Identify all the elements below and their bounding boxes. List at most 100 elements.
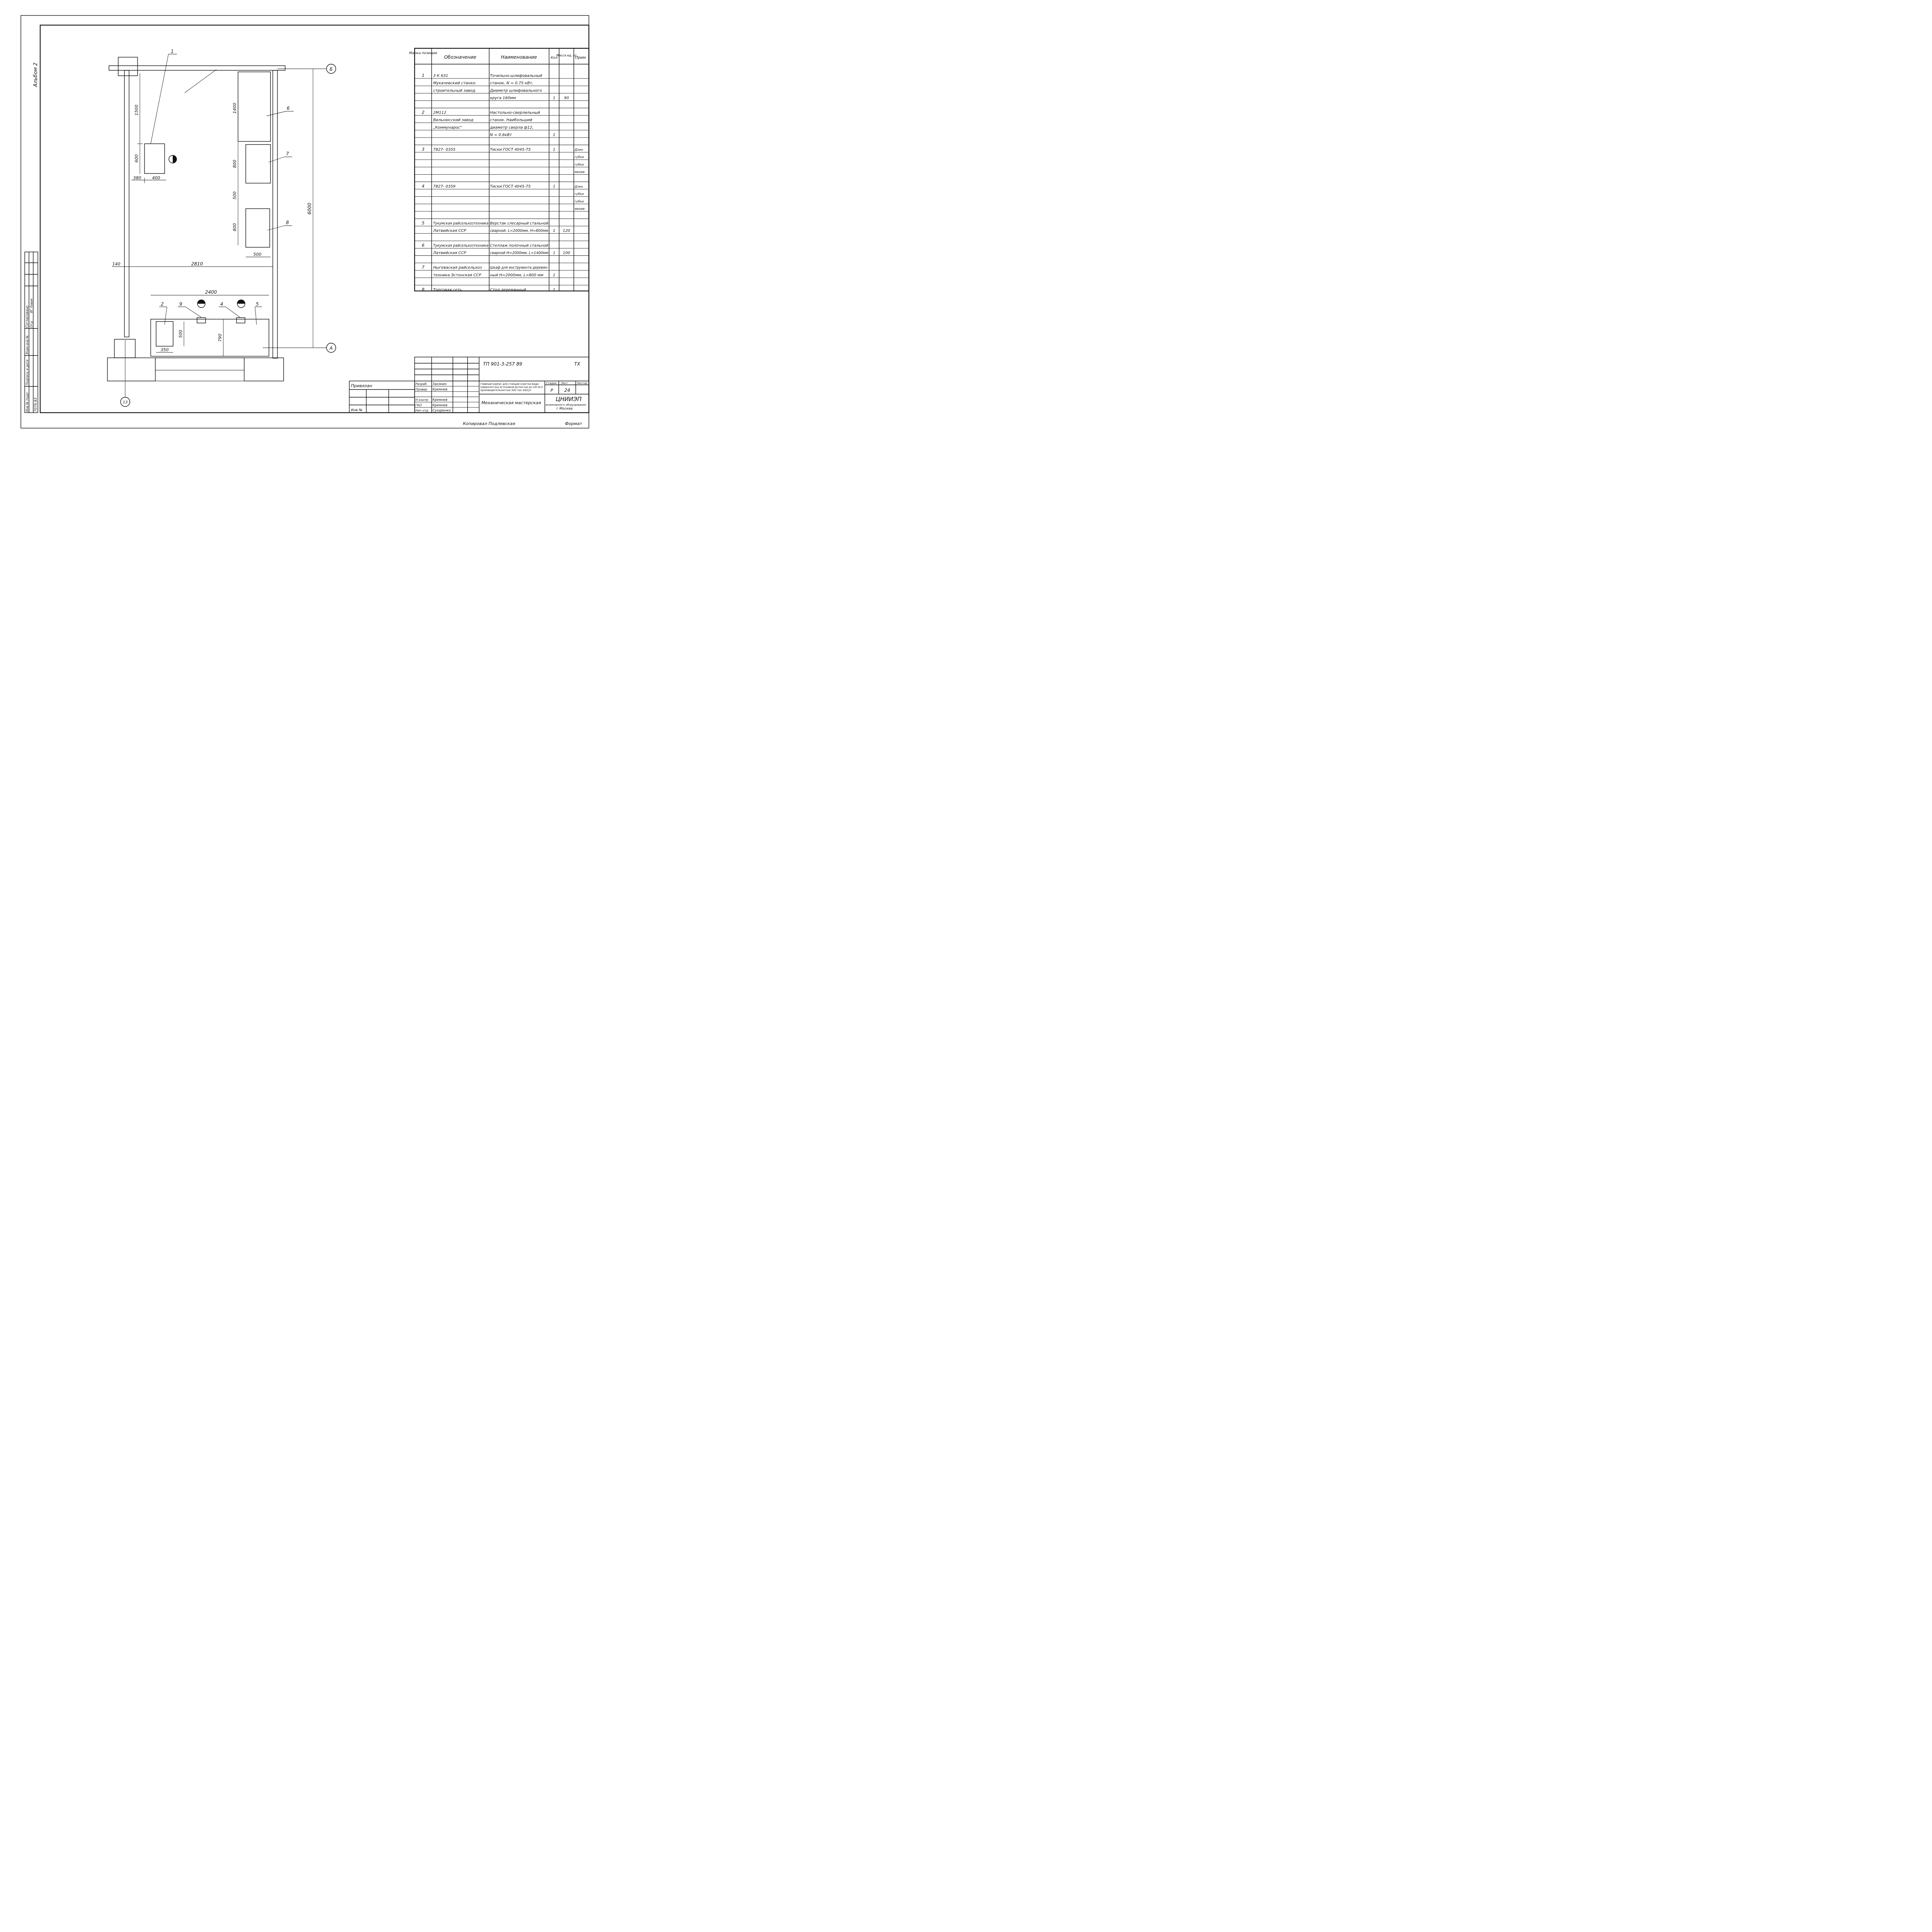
left-approval-strip: Согласовано Отд ВГ Ловик Инв № подл Подп… [24,252,38,413]
stamp-project: Главный корпус для станции очистки воды … [480,383,544,392]
leader-5: 5 [256,301,259,307]
dim-380: 380 [133,175,141,180]
top-wall [109,65,286,71]
dim-500: 500 [232,192,237,200]
spec-cell-r1-c2: станок, N = 0.75 кВт, [490,81,533,85]
item-5-workbench [150,319,269,357]
item-8-table [245,208,270,248]
spec-cell-r21-c3: 1 [553,229,555,233]
spec-cell-r23-c2: Стеллаж полочный стальной [490,243,548,248]
spec-cell-r10-c3: 1 [553,148,555,152]
spec-header-mark: Марка позиции [409,51,437,55]
stamp-name-4: Кремнев [432,403,447,407]
spec-header-qty: Кол [551,56,558,60]
stamp-inv: Инв № [351,408,362,412]
leader-4: 4 [220,301,223,307]
spec-cell-r6-c1: Вильнюсский завод [433,118,473,122]
spec-cell-r13-c5: менее [575,170,585,173]
dim-350: 350 [161,347,169,352]
spec-cell-r17-c5: губки [575,200,584,203]
spec-cell-r10-c5: Длин [574,148,583,151]
dim-500-h: 500 [253,252,262,257]
spec-cell-r20-c2: Верстак слесарный стальной [490,221,548,226]
strip-sign-date: Подпись и дата [26,360,29,385]
spec-cell-r16-c5: губки [575,192,584,196]
item-6-shelf [238,71,271,142]
axis-a-bubble [326,343,336,353]
item-9-vise [197,317,206,323]
stamp-sheet-header: Лист [561,382,568,385]
item-4-vise [236,317,245,323]
right-wall [272,70,278,359]
spec-cell-r23-c1: Тукумская райсельхозтехника [433,243,488,248]
spec-header-designation: Обозначение [444,54,476,60]
item-1-grinder [144,143,165,174]
column-top-left [118,57,138,76]
leader-6: 6 [287,105,290,111]
axis-13-label: 13 [123,400,128,405]
strip-number: 7076.83 [34,398,38,412]
axis-b-label: Б [330,66,333,72]
leader-9: 9 [179,301,182,307]
stamp-role-5: Нач отд [415,409,429,412]
spec-cell-r26-c1: Ныгеваская райсельхоз [433,266,482,270]
spec-cell-r11-c5: губки [575,155,584,159]
spec-header-mass: Масса ед, кг [556,54,577,57]
spec-cell-r26-c0: 7 [422,265,425,270]
spec-cell-r20-c0: 5 [422,221,425,226]
stamp-sheet-number: 24 [564,388,570,393]
spec-cell-r29-c1: Торговая сеть [433,288,462,292]
spec-cell-r0-c2: Точильно-шлифовальный [490,74,543,78]
bottom-wall-right [244,357,284,381]
spec-cell-r27-c3: 1 [553,273,555,277]
dim-1500: 1500 [134,105,139,116]
leader-1: 1 [171,49,174,54]
outlet-symbol-2 [197,299,206,308]
dim-600: 600 [134,155,139,163]
spec-cell-r26-c2: Шкаф для инструмента деревян- [490,266,548,270]
stamp-role-4: ГКО [415,403,422,407]
spec-cell-r27-c2: ный H=2000мм, L=800 мм [490,273,544,277]
stamp-org: ЦНИИЭП [556,396,582,403]
spec-cell-r24-c3: 1 [553,251,555,255]
stamp-tx: ТХ [574,361,580,367]
axis-13-bubble [120,397,130,407]
spec-cell-r29-c3: 1 [553,288,555,292]
dim-400: 400 [152,175,160,180]
stamp-org-2: инженерного оборудования [546,403,586,406]
spec-cell-r15-c0: 4 [422,184,425,189]
stamp-city: г Москва [556,407,573,411]
axis-b-bubble [326,64,336,74]
spec-header-name: Наименование [501,54,537,60]
title-block: ТП 901-3-257 89 ТХ Главный корпус для ст… [349,357,589,413]
dim-1400: 1400 [232,103,237,114]
spec-cell-r7-c2: диаметр сверла ф12, [490,126,534,130]
spec-cell-r0-c1: 3 К 631 [433,74,448,78]
spec-cell-r24-c4: 100 [563,251,570,255]
spec-cell-r27-c1: техника Эстонская ССР [433,273,481,277]
dim-6000: 6000 [307,202,312,214]
spec-cell-r18-c5: менее [575,207,585,211]
spec-cell-r23-c0: 6 [422,243,425,248]
strip-inv-orig: Инв № подл [26,393,29,412]
stamp-privyazan: Привязан [351,383,372,388]
dim-800-a: 800 [232,160,237,168]
stamp-code: ТП 901-3-257 89 [483,361,522,367]
stamp-sheet-name: Механическая мастерская [481,400,541,405]
stamp-name-5: Сухаренко [432,409,451,413]
bottom-wall-left [107,357,156,381]
footer-copied: Копировал Подлевская [463,421,515,426]
spec-cell-r2-c2: Диаметр шлифовального [490,88,542,93]
spec-cell-r0-c0: 1 [422,73,425,78]
dim-800-b: 800 [232,223,237,231]
dim-2810: 2810 [191,261,203,267]
outlet-symbol-3 [237,299,245,308]
leader-7: 7 [286,151,289,156]
drawing-sheet: Альбом 2 [20,15,590,429]
spec-cell-r10-c0: 3 [422,147,425,152]
stamp-sheets-header: Листов [577,382,587,385]
stamp-name-3: Кремнев [432,398,447,402]
spec-cell-r8-c3: 1 [553,133,555,137]
footer-format: Формат [565,421,582,426]
